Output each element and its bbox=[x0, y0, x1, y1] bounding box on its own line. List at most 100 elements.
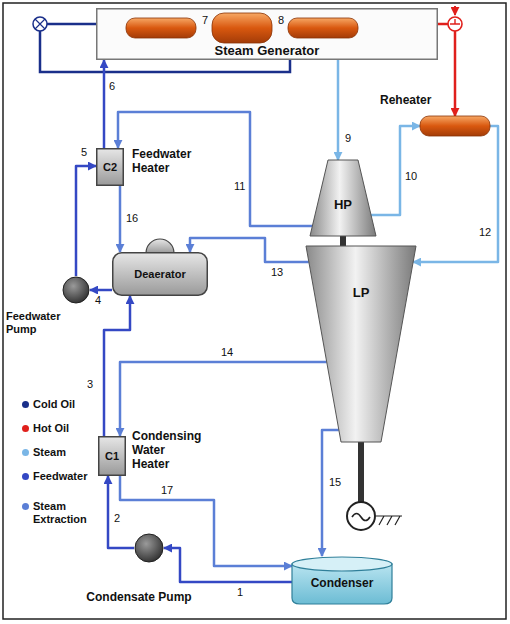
svg-rect bbox=[126, 18, 196, 38]
flow-line bbox=[108, 476, 134, 548]
component-heading: Reheater bbox=[380, 94, 450, 108]
component-label: LP bbox=[353, 286, 370, 300]
component-heading: Condensing Water Heater bbox=[132, 430, 204, 471]
lp-turbine: LP bbox=[306, 246, 416, 442]
flow-line bbox=[164, 548, 292, 582]
stream-number: 14 bbox=[220, 346, 234, 358]
component-label: HP bbox=[334, 198, 352, 212]
flow-line bbox=[413, 126, 498, 262]
flow-line bbox=[118, 112, 312, 226]
svg-rect bbox=[99, 437, 126, 476]
flow-line bbox=[104, 296, 130, 436]
stream-number: 4 bbox=[94, 294, 102, 306]
component-label: Deaerator bbox=[134, 268, 185, 280]
flow-line bbox=[371, 126, 420, 215]
condensate-pump: Condensate Pump bbox=[134, 533, 164, 563]
svg-path bbox=[146, 239, 174, 253]
svg-rect bbox=[212, 13, 272, 43]
stream-number: 11 bbox=[233, 180, 246, 192]
flow-line bbox=[90, 289, 112, 292]
stream-number: 10 bbox=[404, 170, 418, 182]
pump-shape bbox=[134, 533, 164, 563]
legend-text: Steam Extraction bbox=[33, 500, 92, 525]
svg-circle bbox=[347, 502, 375, 530]
legend-text: Cold Oil bbox=[33, 398, 75, 411]
svg-path bbox=[376, 516, 402, 525]
feedwater-heater: C2Feedwater Heater bbox=[96, 148, 124, 186]
feedwater-pump: Feedwater Pump bbox=[62, 276, 90, 304]
svg-rect bbox=[97, 9, 438, 60]
svg-path bbox=[352, 514, 370, 521]
flow-line bbox=[120, 362, 327, 436]
component-label: Steam Generator bbox=[215, 44, 320, 58]
svg-path bbox=[450, 19, 460, 24]
legend-row: Steam Extraction bbox=[22, 500, 92, 525]
svg-circle bbox=[448, 17, 462, 31]
legend-text: Steam bbox=[33, 446, 66, 459]
legend-swatch bbox=[22, 401, 29, 408]
svg-path bbox=[47, 23, 96, 26]
flow-line bbox=[120, 476, 292, 566]
condenser-tank: Condenser bbox=[292, 556, 392, 604]
legend-swatch bbox=[22, 473, 29, 480]
flow-line bbox=[337, 60, 340, 160]
reheater-tank: Reheater bbox=[420, 116, 490, 136]
flow-line bbox=[190, 238, 309, 262]
svg-polygon bbox=[310, 160, 376, 236]
deaerator-tank: Deaerator bbox=[112, 252, 208, 296]
stream-number: 9 bbox=[344, 132, 352, 144]
stream-number: 16 bbox=[125, 212, 139, 224]
svg-rect bbox=[3, 3, 506, 619]
svg-rect bbox=[358, 440, 364, 502]
component-label: Condenser bbox=[311, 577, 374, 590]
stream-number: 2 bbox=[113, 512, 121, 524]
flow-line bbox=[103, 60, 106, 148]
legend-text: Hot Oil bbox=[33, 422, 69, 435]
stream-number: 15 bbox=[328, 476, 342, 488]
component-heading: Condensate Pump bbox=[64, 591, 214, 605]
callout-number: 8 bbox=[277, 14, 285, 26]
svg-rect bbox=[288, 18, 358, 38]
svg-polygon bbox=[306, 246, 416, 442]
flow-line bbox=[438, 24, 455, 116]
flow-line bbox=[322, 430, 339, 556]
flow-line bbox=[76, 166, 96, 276]
lp-shape bbox=[306, 246, 416, 442]
component-heading: Feedwater Heater bbox=[132, 148, 204, 176]
legend-text: Feedwater bbox=[33, 470, 87, 483]
legend-row: Hot Oil bbox=[22, 422, 92, 435]
legend-swatch bbox=[22, 449, 29, 456]
svg-ellipse bbox=[292, 557, 392, 571]
stream-number: 17 bbox=[160, 484, 174, 496]
hp-turbine: HP bbox=[310, 160, 376, 236]
legend-row: Feedwater bbox=[22, 470, 92, 483]
stream-number: 12 bbox=[478, 226, 492, 238]
svg-rect bbox=[113, 253, 208, 296]
steam-generator: Steam Generator bbox=[96, 8, 438, 60]
legend-row: Steam bbox=[22, 446, 92, 459]
legend-swatch bbox=[22, 425, 29, 432]
stream-number: 3 bbox=[86, 378, 94, 390]
svg-circle bbox=[135, 534, 163, 562]
pump-shape bbox=[62, 276, 90, 304]
condensing-heater: C1Condensing Water Heater bbox=[98, 436, 126, 476]
stream-number: 6 bbox=[108, 80, 116, 92]
svg-circle bbox=[33, 17, 47, 31]
cylH-shape bbox=[420, 116, 490, 136]
flow-line bbox=[119, 186, 122, 252]
svg-path bbox=[35, 19, 45, 29]
component-heading: Feedwater Pump bbox=[6, 310, 64, 335]
stream-number: 13 bbox=[270, 266, 284, 278]
svg-line bbox=[454, 6, 456, 15]
component-label: C2 bbox=[103, 161, 117, 173]
legend-row: Cold Oil bbox=[22, 398, 92, 411]
callout-number: 7 bbox=[201, 14, 209, 26]
stream-number: 5 bbox=[80, 146, 88, 158]
legend-swatch bbox=[22, 503, 29, 510]
stream-number: 1 bbox=[236, 586, 244, 598]
svg-circle bbox=[63, 277, 89, 303]
